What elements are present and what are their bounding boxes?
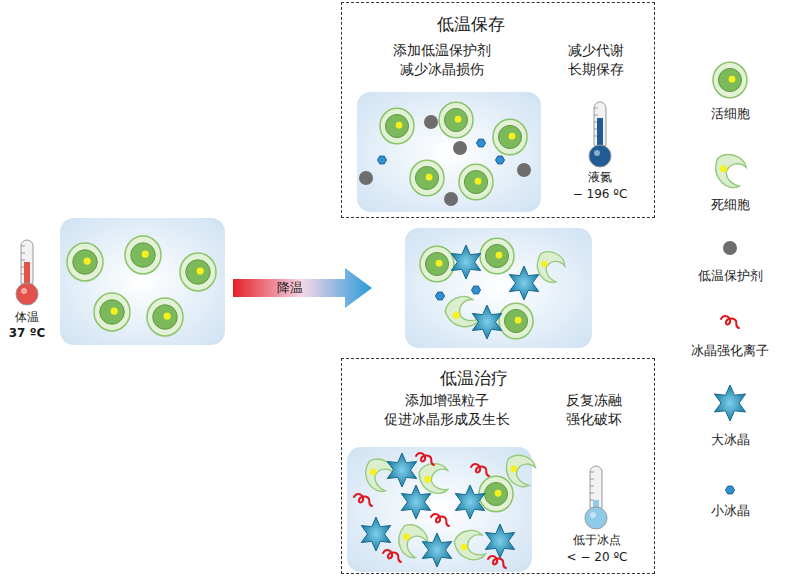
dashed-section-box: 低温保存添加低温保护剂 减少冰晶损伤 减少代谢 长期保存 [341, 2, 655, 218]
dead-cell [713, 153, 748, 190]
large-ice-crystal [455, 485, 484, 519]
live-cell [493, 119, 527, 155]
large-ice-crystal [401, 485, 430, 519]
sample-panel [357, 92, 541, 212]
large-ice-crystal [387, 453, 416, 487]
large-ice-crystal [472, 305, 501, 339]
legend-text: 活细胞 [711, 106, 750, 122]
legend-text: 大冰晶 [711, 432, 750, 448]
live-cell [67, 243, 103, 281]
large-ice-crystal [451, 245, 480, 279]
live-cell [180, 253, 216, 291]
small-ice-crystal [496, 156, 505, 164]
large-ice-crystal [509, 266, 538, 300]
temperature-label: 体温 [15, 310, 39, 324]
section-note: 反复冻融 强化破坏 [556, 391, 632, 429]
section-note: 添加增强粒子 促进冰晶形成及生长 [384, 391, 510, 429]
small-ice-crystal [477, 139, 486, 147]
cryoprotectant [359, 171, 373, 185]
cryoprotectant [517, 163, 531, 177]
enhancer-ion [721, 316, 739, 328]
section-title: 低温保存 [406, 13, 536, 36]
legend-text: 低温保护剂 [698, 268, 763, 284]
dead-cell [452, 526, 489, 565]
temperature-label: < − 20 ºC [567, 550, 628, 564]
arrow-label: 降温 [277, 280, 303, 296]
small-ice-crystal [378, 156, 387, 164]
live-cell [459, 164, 493, 200]
large-ice-crystal [422, 533, 451, 567]
enhancer-ion [354, 494, 372, 506]
section-title: 低温治疗 [409, 367, 539, 390]
live-cell [380, 108, 414, 144]
enhancer-ion [431, 514, 449, 526]
small-ice-crystal [436, 292, 445, 300]
thermometer [16, 240, 38, 305]
small-ice-crystal [472, 286, 481, 294]
large-ice-crystal [714, 385, 745, 421]
section-note: 减少代谢 长期保存 [558, 41, 634, 79]
large-ice-crystal [485, 524, 514, 558]
live-cell [420, 246, 454, 282]
temperature-label: 液氮 [588, 170, 612, 184]
live-cell [147, 298, 183, 336]
temperature-label: 37 ºC [9, 326, 45, 340]
enhancer-ion [471, 464, 489, 476]
thermometer [585, 466, 607, 529]
large-ice-crystal [361, 517, 390, 551]
sample-panel [60, 218, 225, 345]
cryoprotectant [723, 241, 737, 255]
cryoprotectant [444, 192, 458, 206]
sample-panel [347, 447, 532, 572]
temperature-label: 低于冰点 [573, 533, 621, 547]
live-cell [439, 102, 473, 138]
dead-cell [532, 249, 568, 286]
live-cell [499, 303, 533, 339]
thermometer [589, 102, 611, 167]
enhancer-ion [416, 453, 434, 465]
enhancer-ion [488, 556, 506, 568]
sample-panel [405, 228, 592, 348]
legend-text: 冰晶强化离子 [691, 343, 769, 359]
dead-cell [418, 461, 452, 496]
live-cell [713, 62, 747, 98]
live-cell [125, 236, 161, 274]
live-cell [94, 293, 130, 331]
temperature-label: − 196 ºC [573, 187, 628, 201]
legend-text: 死细胞 [711, 197, 750, 213]
cooling-arrow [233, 268, 372, 308]
live-cell [410, 160, 444, 196]
cryoprotectant [453, 141, 467, 155]
enhancer-ion [383, 550, 401, 562]
legend-text: 小冰晶 [711, 503, 750, 519]
section-note: 添加低温保护剂 减少冰晶损伤 [383, 41, 501, 79]
live-cell [480, 238, 514, 274]
cryoprotectant [424, 115, 438, 129]
small-ice-crystal [726, 486, 735, 494]
